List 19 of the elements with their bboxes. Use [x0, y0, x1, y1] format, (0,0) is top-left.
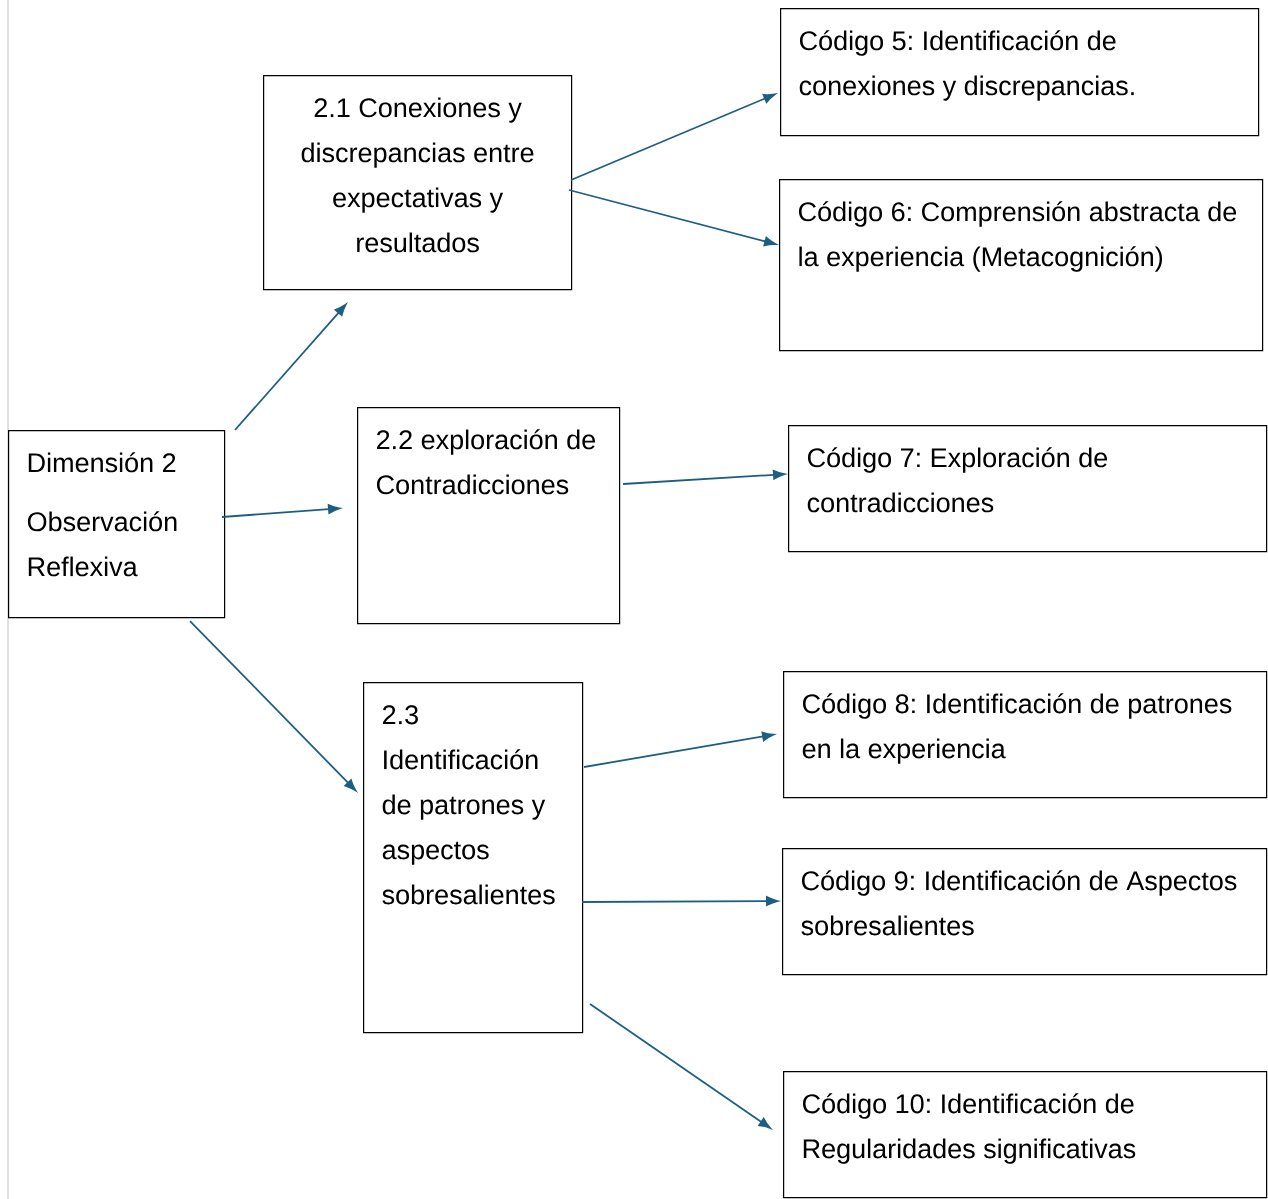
- text-box: Código 8: Identificación de patrones en la experiencia: [783, 671, 1268, 799]
- text-box: 2.3 Identificación de patrones y aspectos sobresalientes: [363, 682, 584, 1034]
- text-box: Código 5: Identificación de conexiones y discrepancias.: [780, 8, 1260, 137]
- text-box: 2.1 Conexiones y discrepancias entre expectativas y resultados: [263, 75, 573, 291]
- arrow: [568, 189, 777, 247]
- arrow: [581, 896, 779, 906]
- text-box: Código 7: Exploración de contradicciones: [788, 425, 1268, 553]
- arrow: [234, 303, 347, 431]
- arrow: [570, 93, 776, 181]
- arrow: [589, 1003, 771, 1129]
- arrow: [189, 620, 357, 792]
- arrow: [622, 470, 786, 485]
- arrow: [221, 504, 341, 518]
- text-box: Código 9: Identificación de Aspectos sobresalientes: [782, 848, 1268, 976]
- text-box: Dimensión 2 Observación Reflexiva: [8, 430, 226, 619]
- text-box: 2.2 exploración de Contradicciones: [357, 407, 621, 625]
- text-box: Código 6: Comprensión abstracta de la experiencia (Metacognición): [779, 179, 1264, 352]
- arrow: [583, 731, 775, 768]
- text-box: Código 10: Identificación de Regularidades significativas: [783, 1071, 1268, 1199]
